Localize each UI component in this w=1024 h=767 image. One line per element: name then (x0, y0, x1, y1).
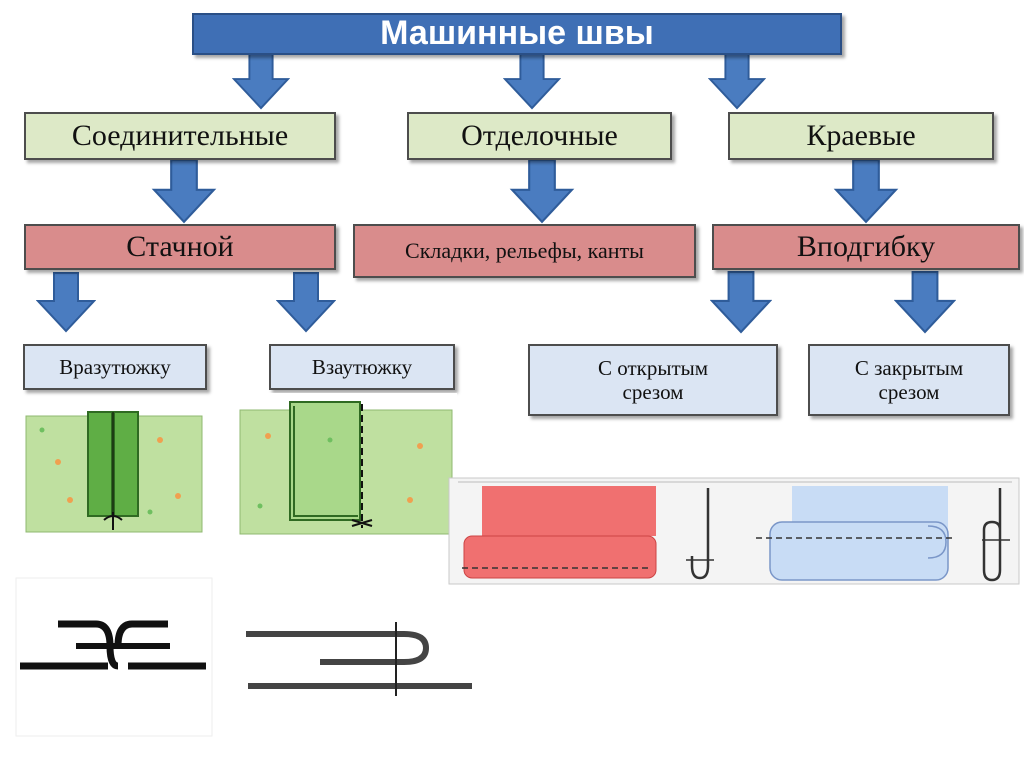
pressed-open-schematic (15, 577, 213, 737)
category-connecting: Соединительные (24, 112, 336, 160)
leaf-pressed-open: Вразутюжку (23, 344, 207, 390)
hemmed-seams-illustration (448, 477, 1020, 585)
subtype-hemmed: Вподгибку (712, 224, 1020, 270)
pressed-side-seam-illustration (233, 393, 457, 551)
pressed-open-seam-illustration (18, 404, 210, 548)
subtype-folds: Складки, рельефы, канты (353, 224, 696, 278)
category-edge: Краевые (728, 112, 994, 160)
leaf-pressed-side: Взаутюжку (269, 344, 455, 390)
leaf-open-edge: С открытым срезом (528, 344, 778, 416)
subtype-stitched: Стачной (24, 224, 336, 270)
diagram-title: Машинные швы (192, 13, 842, 55)
category-finishing: Отделочные (407, 112, 672, 160)
pressed-side-schematic (246, 622, 472, 696)
leaf-closed-edge: С закрытым срезом (808, 344, 1010, 416)
